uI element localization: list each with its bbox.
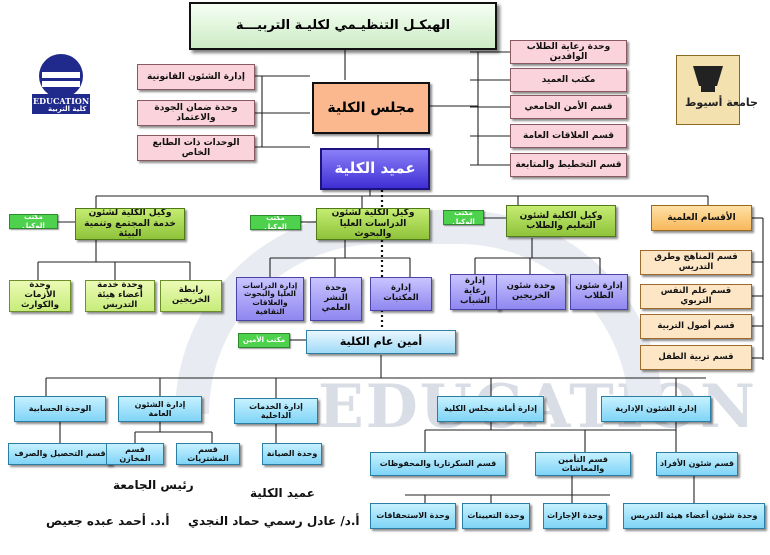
libraries-admin-box: إدارة المكتبات [370,277,432,311]
faculty-service-unit-box: وحدة خدمة أعضاء هيئة التدريس [85,280,155,312]
university-president-name: أ.د. أحمد عبده جعيص [46,514,170,528]
planning-followup-box: قسم التخطيط والمتابعة [510,153,627,177]
university-president-label: رئيس الجامعة [113,478,194,492]
vice-dean-community-box: وكيل الكلية لشئون خدمة المجتمع وتنمية ال… [75,208,185,240]
education-logo-arabic: كلية التربية [48,105,87,113]
education-logo: EDUCATION كلية التربية [30,52,92,114]
assiut-logo-text: جامعة أسيوط [685,96,758,109]
student-affairs-box: إدارة شئون الطلاب [570,274,628,310]
crisis-unit-box: وحدة الأزمات والكوارث [9,280,71,312]
legal-affairs-box: إدارة الشئون القانونية [137,64,255,90]
education-logo-text: EDUCATION [33,96,90,106]
vice-dean-postgrad-box: وكيل الكلية لشئون الدراسات العليا والبحو… [316,208,430,240]
secretary-office-box: مكتب الأمين [238,333,290,348]
purchases-dept-box: قسم المشتريات [176,443,240,465]
dept-childhood: قسم تربية الطفل [640,345,752,370]
appointments-unit-box: وحدة التعيينات [462,503,530,529]
university-security-box: قسم الأمن الجامعي [510,95,627,119]
education-logo-graphic [32,54,90,114]
assiut-university-logo: جامعة أسيوط [676,55,758,125]
graduates-affairs-unit-box: وحدة شئون الخريجين [496,274,566,310]
dept-curricula: قسم المناهج وطرق التدريس [640,250,752,275]
entitlements-unit-box: وحدة الاستحقاقات [370,503,456,529]
stores-dept-box: قسم المخازن [106,443,164,465]
insurance-pensions-box: قسم التأمين والمعاشات [535,452,631,476]
maintenance-unit-box: وحدة الصيانة [262,443,322,465]
leaves-unit-box: وحدة الإجازات [543,503,607,529]
secretary-general-box: أمين عام الكلية [306,330,456,354]
college-council-box: مجلس الكلية [312,82,430,134]
collection-dept-box: قسم التحصيل والصرف [8,443,112,465]
dept-educational-psychology: قسم علم النفس التربوي [640,284,752,309]
dept-foundations: قسم أصول التربية [640,314,752,339]
assiut-logo-graphic [693,66,723,92]
page-title: الهيكـل التنظيـمي لكليـة التربيـــة [189,2,497,50]
youth-welfare-box: إدارة رعاية الشباب [450,274,500,310]
administrative-affairs-box: إدارة الشئون الإدارية [601,396,711,422]
scientific-publishing-unit-box: وحدة النشر العلمي [310,277,362,321]
internal-services-box: إدارة الخدمات الداخلية [234,398,318,424]
college-dean-label: عميد الكلية [250,486,315,500]
dean-office-box: مكتب العميد [510,68,627,92]
postgrad-admin-box: إدارة الدراسات العليا والبحوث والعلاقات … [236,277,304,321]
quality-unit-box: وحدة ضمان الجودة والاعتماد [137,100,255,126]
public-relations-box: قسم العلاقات العامة [510,124,627,148]
vice-office-community: مكتب الوكيل [9,214,58,229]
special-units-box: الوحدات ذات الطابع الخاص [137,135,255,161]
general-affairs-box: إدارة الشئون العامة [118,396,202,422]
college-dean-name: أ.د/ عادل رسمي حماد النجدي [188,514,360,528]
vice-dean-education-box: وكيل الكلية لشئون التعليم والطلاب [506,205,616,237]
vice-office-postgrad: مكتب الوكيل [250,215,301,230]
faculty-affairs-unit-box: وحدة شئون أعضاء هيئة التدريس [623,503,765,529]
academic-departments-box: الأقسام العلمية [651,205,752,231]
dean-box: عميد الكلية [320,148,430,190]
personnel-affairs-box: قسم شئون الأفراد [656,452,738,476]
financial-unit-box: الوحدة الحسابية [14,396,106,422]
council-secretariat-box: إدارة أمانة مجلس الكلية [437,396,544,422]
vice-office-education: مكتب الوكيل [443,210,484,225]
secretariat-archives-box: قسم السكرتاريا والمحفوظات [370,452,506,476]
foreign-students-box: وحدة رعاية الطلاب الوافدين [510,40,627,64]
graduates-association-box: رابطة الخريجين [160,280,222,312]
